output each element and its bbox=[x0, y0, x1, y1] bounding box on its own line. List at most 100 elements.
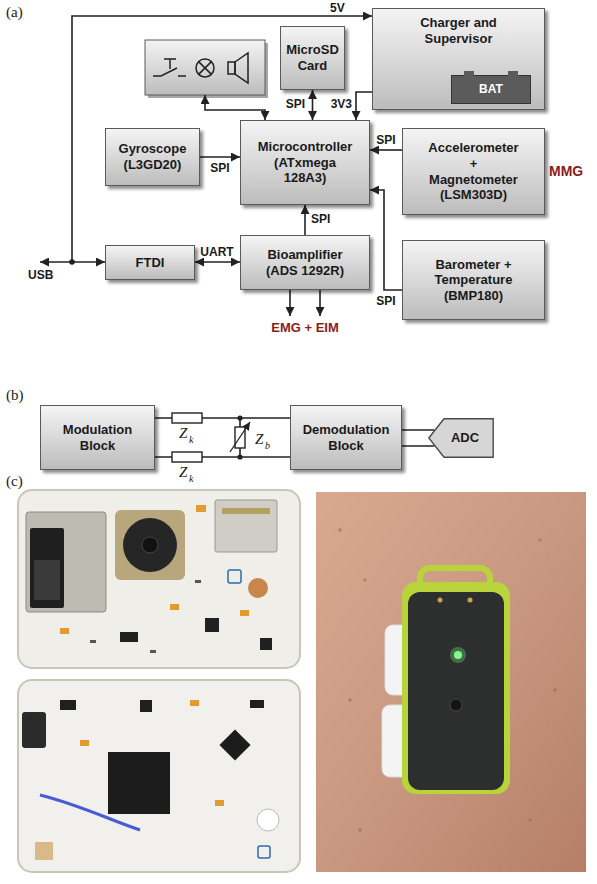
junction-dot bbox=[237, 454, 242, 459]
panel-label: (c) bbox=[6, 472, 23, 490]
copper-disc bbox=[248, 578, 268, 598]
connector bbox=[402, 429, 434, 431]
signal-label: SPI bbox=[376, 294, 395, 308]
variable-arrow bbox=[230, 422, 250, 452]
speaker-cone bbox=[235, 53, 248, 83]
connector bbox=[304, 205, 306, 235]
signal-label: SPI bbox=[210, 161, 229, 175]
buzzer-hole bbox=[142, 537, 158, 553]
led bbox=[454, 651, 462, 659]
chip bbox=[260, 638, 272, 650]
node-text: Gyroscope (L3GD20) bbox=[119, 141, 187, 172]
lamp-cross bbox=[199, 62, 212, 75]
junction-dot bbox=[237, 415, 242, 420]
lamp-symbol bbox=[196, 59, 214, 77]
chip bbox=[120, 632, 138, 642]
chip bbox=[250, 700, 264, 708]
skin-photo bbox=[316, 492, 586, 872]
signal-label: SPI bbox=[376, 133, 395, 147]
impedance-subscript: k bbox=[189, 473, 193, 485]
sensor-box: Barometer + Temperature (BMP180) bbox=[402, 240, 545, 320]
chip bbox=[219, 729, 250, 760]
pushbutton-symbol bbox=[153, 59, 186, 76]
connector-holder bbox=[215, 500, 277, 552]
amplifier-box: Bioamplifier (ADS 1292R) bbox=[240, 235, 370, 290]
impedance-subscript: k bbox=[189, 434, 193, 446]
signal-label: MMG bbox=[549, 163, 583, 180]
skin-spot bbox=[364, 579, 367, 582]
battery-terminal bbox=[464, 71, 474, 76]
sensor-box: Accelerometer + Magnetometer (LSM303D) bbox=[402, 128, 545, 215]
panel-label: (b) bbox=[6, 386, 24, 404]
connector bbox=[402, 445, 434, 447]
power-wire bbox=[72, 16, 372, 262]
node-text: Bioamplifier (ADS 1292R) bbox=[255, 247, 355, 278]
chip bbox=[60, 700, 76, 710]
connector bbox=[195, 261, 240, 263]
connector bbox=[356, 92, 372, 120]
capacitor bbox=[196, 505, 206, 512]
led-glow bbox=[450, 647, 466, 663]
processor-box: Microcontroller (ATxmega 128A3) bbox=[240, 120, 370, 205]
capacitor bbox=[215, 800, 224, 806]
pcb-photo bbox=[18, 680, 300, 872]
pcb-photo bbox=[18, 490, 300, 668]
sensor-hole bbox=[450, 699, 462, 711]
node-text: Microcontroller (ATxmega 128A3) bbox=[258, 139, 353, 186]
signal-arrow bbox=[289, 290, 291, 316]
resistor-part bbox=[195, 580, 201, 583]
adc-shape bbox=[429, 419, 493, 457]
battery-symbol: BAT bbox=[451, 75, 531, 104]
logo-mark bbox=[258, 846, 270, 858]
power-box: Charger and SupervisorBAT bbox=[372, 8, 545, 110]
device-frame bbox=[402, 582, 510, 794]
node-text: BAT bbox=[479, 82, 503, 96]
junction-dot bbox=[69, 259, 75, 265]
panel-label: (a) bbox=[6, 3, 23, 21]
node-text: MicroSD Card bbox=[286, 42, 339, 73]
signal-label: 3V3 bbox=[331, 97, 352, 111]
connector bbox=[312, 90, 314, 120]
connector bbox=[370, 149, 402, 151]
skin-spot bbox=[358, 828, 361, 831]
capacitor bbox=[60, 628, 69, 634]
sd-holder bbox=[26, 512, 106, 612]
connector bbox=[200, 156, 240, 158]
io-box bbox=[145, 40, 265, 95]
node-text: FTDI bbox=[136, 255, 165, 271]
capacitor bbox=[240, 610, 249, 616]
block-box: Modulation Block bbox=[40, 405, 155, 470]
resistor-part bbox=[90, 640, 96, 643]
impedance-symbol: Z bbox=[179, 424, 187, 442]
sensor-box: Gyroscope (L3GD20) bbox=[105, 128, 200, 186]
skin-spot bbox=[348, 698, 352, 702]
resistor-symbol bbox=[172, 413, 202, 423]
skin-spot bbox=[529, 819, 532, 822]
impedance-symbol: Z bbox=[179, 463, 187, 481]
impedance-subscript: b bbox=[265, 440, 270, 452]
signal-label: UART bbox=[200, 245, 233, 259]
node-text: Barometer + Temperature (BMP180) bbox=[435, 257, 513, 304]
resistor-symbol bbox=[172, 452, 202, 462]
mount-hole bbox=[257, 809, 279, 831]
signal-label: EMG + EIM bbox=[271, 320, 339, 336]
microcontroller-chip bbox=[108, 752, 170, 814]
gold-pins bbox=[222, 508, 270, 514]
usb-connector bbox=[22, 712, 46, 748]
adc-symbol: ADC bbox=[428, 418, 494, 458]
resistor-part bbox=[150, 650, 156, 653]
skin-spot bbox=[538, 538, 541, 541]
node-text: Modulation Block bbox=[63, 422, 132, 453]
signal-label: 5V bbox=[330, 1, 345, 15]
pad bbox=[35, 842, 53, 860]
contact bbox=[438, 598, 443, 603]
node-text: Demodulation Block bbox=[303, 422, 390, 453]
port-label: USB bbox=[28, 268, 53, 282]
signal-label: SPI bbox=[311, 212, 330, 226]
io-wire bbox=[205, 95, 265, 120]
wire bbox=[40, 795, 140, 830]
signal-arrow bbox=[319, 290, 321, 316]
storage-box: MicroSD Card bbox=[280, 26, 345, 90]
node-text: Charger and Supervisor bbox=[409, 15, 509, 46]
